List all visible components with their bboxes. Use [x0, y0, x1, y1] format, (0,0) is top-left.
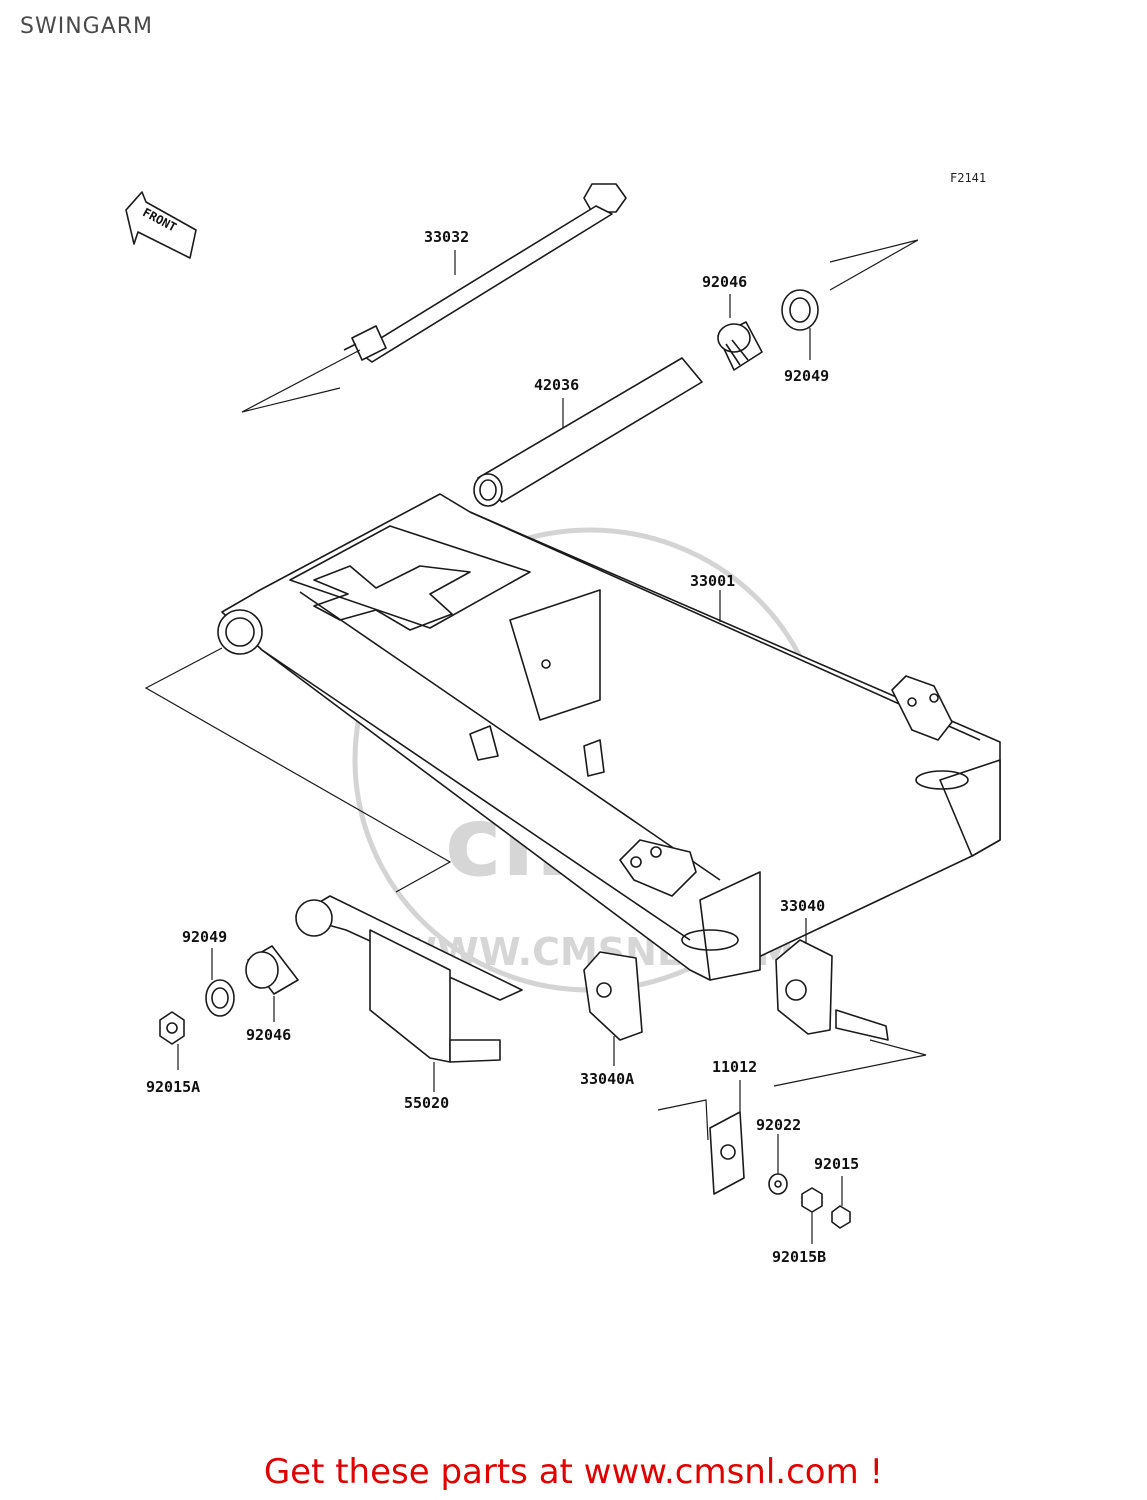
callout-55020: 55020 — [404, 1094, 449, 1112]
callout-33040: 33040 — [780, 897, 825, 915]
callout-42036: 42036 — [534, 376, 579, 394]
pivot-shaft-33032 — [343, 183, 627, 363]
plate-33040A — [583, 951, 643, 1066]
nut-92015 — [831, 1176, 851, 1229]
callout-11012: 11012 — [712, 1058, 757, 1076]
figure-code: F2141 — [950, 171, 987, 185]
callout-92049-left: 92049 — [182, 928, 227, 946]
callout-92046-top: 92046 — [702, 273, 747, 291]
nut-92015A — [159, 1011, 185, 1070]
seal-92049-left — [205, 948, 235, 1017]
bracket-11012 — [709, 1080, 745, 1195]
front-arrow-icon: FRONT — [125, 191, 197, 259]
page-title: SWINGARM — [20, 14, 154, 39]
promo-link[interactable]: Get these parts at www.cmsnl.com ! — [263, 1452, 884, 1492]
callout-33001: 33001 — [690, 572, 735, 590]
callout-92046-left: 92046 — [246, 1026, 291, 1044]
callout-92015: 92015 — [814, 1155, 859, 1173]
callout-33032: 33032 — [424, 228, 469, 246]
swingarm-33001 — [217, 493, 1001, 981]
callout-33040A: 33040A — [580, 1070, 634, 1088]
swingarm-exploded-diagram: cms WWW.CMSNL.COM FRONT — [125, 183, 1001, 1266]
seal-92049-top — [781, 289, 819, 360]
nut-92015B — [801, 1187, 823, 1244]
chain-adjuster-33040 — [775, 918, 889, 1041]
callout-92015B: 92015B — [772, 1248, 826, 1266]
assembly-axis-lines — [144, 239, 927, 1141]
callout-92049-top: 92049 — [784, 367, 829, 385]
washer-92022 — [768, 1134, 788, 1195]
chain-guide-55020 — [295, 895, 523, 1092]
pivot-sleeve-42036 — [473, 357, 703, 507]
callout-92022: 92022 — [756, 1116, 801, 1134]
needle-bearing-92046-top — [717, 294, 763, 371]
bearing-92046-left — [245, 945, 299, 1022]
callout-92015A: 92015A — [146, 1078, 200, 1096]
